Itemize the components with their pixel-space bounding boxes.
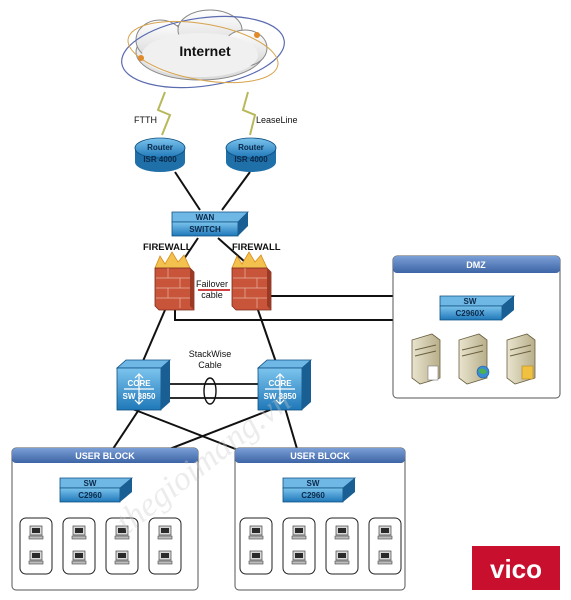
stackwise-label-2: Cable: [198, 360, 222, 370]
core-2-model: SW 3850: [264, 392, 297, 401]
router-1-name: Router: [147, 143, 173, 152]
wan-switch: WAN SWITCH: [171, 211, 249, 237]
computer-icon: [114, 550, 130, 565]
wan-switch-line1: WAN: [196, 213, 215, 222]
core-2-name: CORE: [268, 379, 292, 388]
internet-cloud: Internet: [121, 9, 285, 89]
failover-label: Failover: [196, 279, 228, 289]
computer-icon: [157, 550, 173, 565]
logo-text: vico: [490, 554, 542, 584]
ftth-label: FTTH: [134, 115, 157, 125]
user-block-1-title: USER BLOCK: [75, 451, 135, 461]
pc-card: [239, 517, 273, 575]
computer-icon: [71, 550, 87, 565]
router-1: Router ISR 4000: [134, 137, 186, 172]
pc-card: [325, 517, 359, 575]
dmz-switch-model: C2960X: [456, 309, 486, 318]
internet-label: Internet: [179, 43, 231, 59]
computer-icon: [114, 525, 130, 540]
pc-card: [148, 517, 182, 575]
computer-icon: [248, 525, 264, 540]
pc-group: [239, 517, 402, 575]
access-switch-1-name: SW: [84, 479, 97, 488]
computer-icon: [157, 525, 173, 540]
user-block-1: USER BLOCK SW C2960: [11, 447, 199, 591]
pc-card: [105, 517, 139, 575]
core-switch-1: CORE SW 3850: [115, 359, 172, 411]
router-1-model: ISR 4000: [143, 155, 177, 164]
user-block-2-title: USER BLOCK: [290, 451, 350, 461]
computer-icon: [334, 550, 350, 565]
server-icon: [458, 333, 490, 385]
computer-icon: [377, 550, 393, 565]
dmz-switch: SW C2960X: [439, 295, 516, 321]
pc-card: [282, 517, 316, 575]
core-1-name: CORE: [127, 379, 151, 388]
firewall-2: [231, 251, 272, 311]
access-switch-2-name: SW: [307, 479, 320, 488]
pc-card: [368, 517, 402, 575]
access-switch-1-model: C2960: [78, 491, 102, 500]
pc-group: [19, 517, 182, 575]
stackwise-label: StackWise: [189, 349, 232, 359]
pc-card: [19, 517, 53, 575]
pc-card: [62, 517, 96, 575]
router-2: Router ISR 4000: [225, 137, 277, 172]
user-block-2: USER BLOCK SW C2960: [234, 447, 406, 591]
router-2-model: ISR 4000: [234, 155, 268, 164]
computer-icon: [71, 525, 87, 540]
dmz-switch-name: SW: [464, 297, 477, 306]
dmz-block: DMZ SW C2960X: [392, 255, 561, 399]
access-switch-2-model: C2960: [301, 491, 325, 500]
router-2-name: Router: [238, 143, 264, 152]
leaseline-label: LeaseLine: [256, 115, 298, 125]
server-icon: [411, 333, 441, 385]
computer-icon: [28, 525, 44, 540]
computer-icon: [291, 550, 307, 565]
core-switch-2: CORE SW 3850: [256, 359, 313, 411]
server-icon: [506, 333, 536, 385]
core-1-model: SW 3850: [123, 392, 156, 401]
computer-icon: [28, 550, 44, 565]
firewall-1: [154, 251, 195, 311]
computer-icon: [248, 550, 264, 565]
firewall-2-label: FIREWALL: [232, 242, 281, 253]
computer-icon: [377, 525, 393, 540]
computer-icon: [291, 525, 307, 540]
access-switch-2: SW C2960: [282, 477, 357, 503]
wan-switch-line2: SWITCH: [189, 225, 221, 234]
dmz-title: DMZ: [466, 260, 486, 270]
computer-icon: [334, 525, 350, 540]
stackwise-loop: [203, 377, 217, 405]
vico-logo: vico: [472, 546, 560, 590]
access-switch-1: SW C2960: [59, 477, 134, 503]
firewall-1-label: FIREWALL: [143, 242, 192, 253]
failover-label-2: cable: [201, 290, 223, 300]
